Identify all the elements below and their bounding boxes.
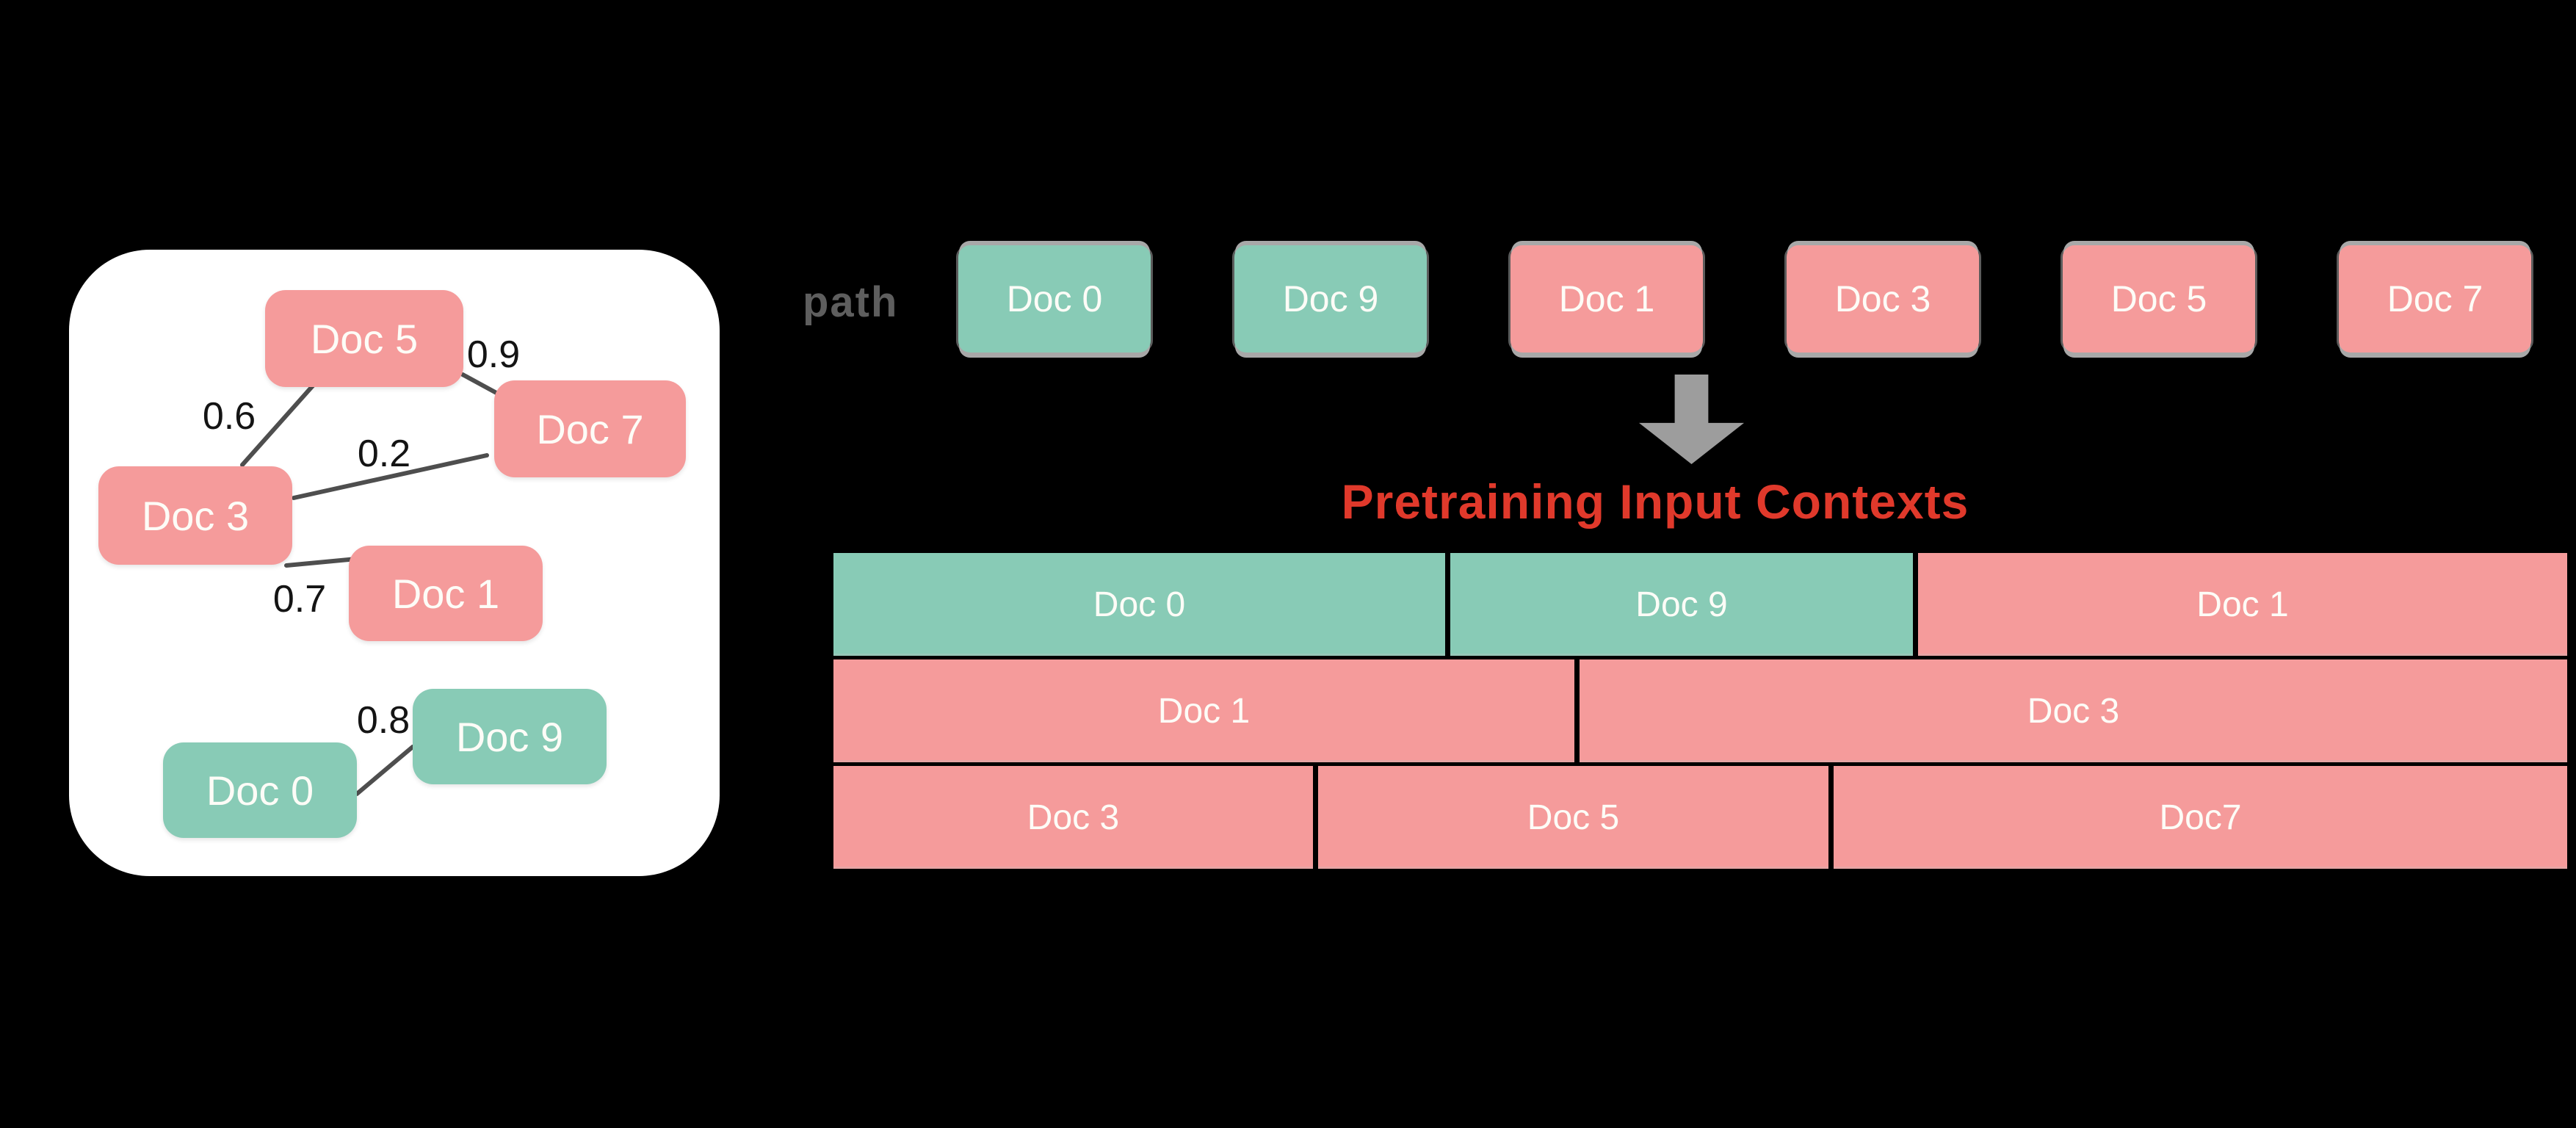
path-doc-9: Doc 9 <box>1234 245 1427 352</box>
edge-doc5-doc7 <box>460 372 499 395</box>
context-segment: Doc 9 <box>1450 553 1913 656</box>
context-segment: Doc 3 <box>833 766 1313 869</box>
contexts-title: Pretraining Input Contexts <box>1341 474 1969 529</box>
path-doc-row: Doc 0 Doc 9 Doc 1 Doc 3 Doc 5 Doc 7 <box>958 245 2531 352</box>
context-segment: Doc 3 <box>1580 659 2567 762</box>
context-row-1: Doc 0 Doc 9 Doc 1 <box>833 553 2567 656</box>
path-doc-3: Doc 3 <box>1787 245 1979 352</box>
path-doc-1: Doc 1 <box>1510 245 1703 352</box>
graph-node-doc9: Doc 9 <box>413 689 607 784</box>
edge-weight-doc5-doc3: 0.6 <box>202 395 256 438</box>
context-segment: Doc 1 <box>833 659 1574 762</box>
edge-weight-doc3-doc1: 0.7 <box>272 578 327 621</box>
path-label: path <box>803 278 899 326</box>
context-row-2: Doc 1 Doc 3 <box>833 659 2567 762</box>
graph-node-doc1: Doc 1 <box>349 546 543 641</box>
context-row-3: Doc 3 Doc 5 Doc7 <box>833 766 2567 869</box>
edge-doc5-doc3 <box>240 382 316 467</box>
path-doc-5: Doc 5 <box>2063 245 2255 352</box>
path-doc-7: Doc 7 <box>2339 245 2531 352</box>
path-doc-0: Doc 0 <box>958 245 1151 352</box>
graph-node-doc3: Doc 3 <box>98 466 292 565</box>
graph-node-doc5: Doc 5 <box>265 290 463 387</box>
edge-doc3-doc7 <box>292 453 489 500</box>
graph-node-doc0: Doc 0 <box>163 742 357 838</box>
context-segment: Doc 0 <box>833 553 1445 656</box>
context-segment: Doc7 <box>1834 766 2567 869</box>
edge-weight-doc3-doc7: 0.2 <box>357 433 411 475</box>
edge-weight-doc5-doc7: 0.9 <box>466 333 521 376</box>
down-arrow-icon <box>1639 375 1744 464</box>
edge-doc0-doc9 <box>355 745 415 796</box>
context-segment: Doc 1 <box>1918 553 2567 656</box>
pretraining-context-rows: Doc 0 Doc 9 Doc 1 Doc 1 Doc 3 Doc 3 Doc … <box>833 553 2567 869</box>
context-segment: Doc 5 <box>1318 766 1828 869</box>
graph-node-doc7: Doc 7 <box>494 380 686 477</box>
document-graph-panel: Doc 5 Doc 7 Doc 3 Doc 1 Doc 9 Doc 0 0.9 … <box>69 250 720 876</box>
edge-weight-doc0-doc9: 0.8 <box>356 699 410 742</box>
